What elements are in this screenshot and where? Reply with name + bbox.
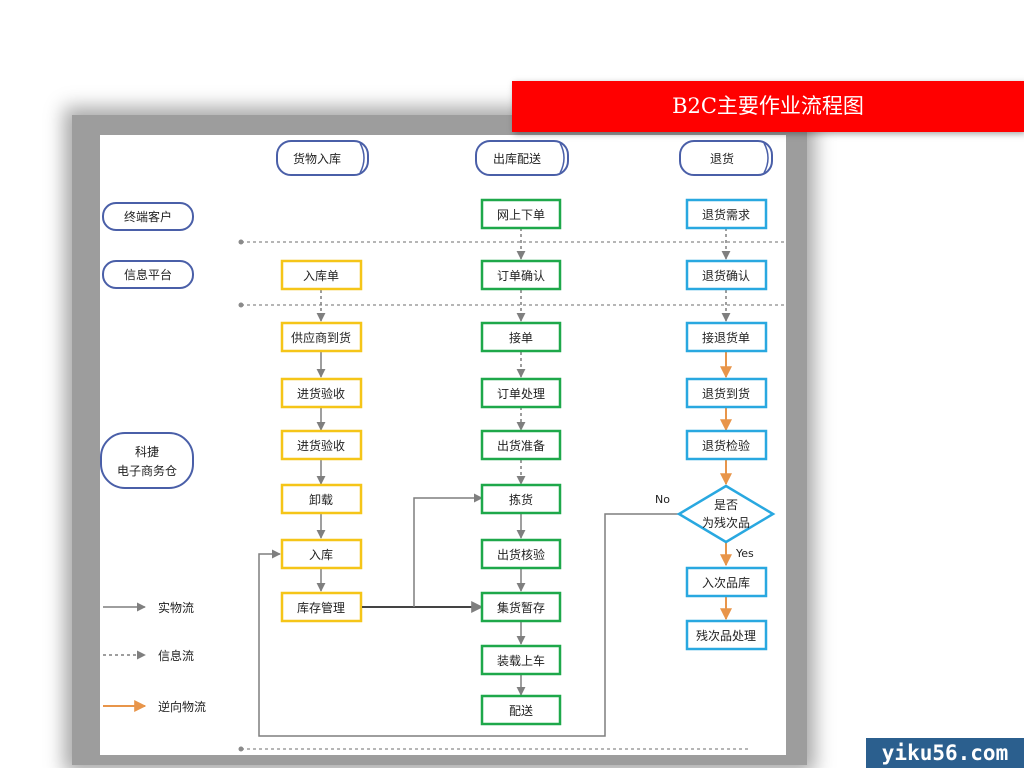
decision-yes-label: Yes [735,547,754,560]
step-order-confirm [480,259,562,291]
title-banner: B2C主要作业流程图 [512,81,1024,132]
step-supplier-arrival-label: 供应商到货 [291,330,351,345]
step-return-arrival-label: 退货到货 [702,386,750,401]
step-accept-order [480,321,562,353]
lane-header-outbound-label: 出库配送 [493,151,541,166]
step-defective-handling-label: 残次品处理 [696,629,756,643]
step-putaway-label: 入库 [309,547,333,562]
step-staging-label: 集货暂存 [497,600,545,615]
diagram-panel [100,135,786,755]
step-return-request-label: 退货需求 [702,207,750,222]
step-shipment-prep [480,429,562,461]
lane-header-inbound-label: 货物入库 [293,151,341,166]
connector-return-no-to-putaway [258,513,679,737]
cross-connectors [258,493,679,737]
step-receive-return-order [685,321,768,353]
step-unloading-label: 卸载 [309,492,333,507]
decision-defective-line2: 为残次品 [702,516,750,530]
step-order-processing-label: 订单处理 [497,387,545,401]
inbound-flow: 入库单 供应商到货 进货验收 进货验收 卸载 入库 库存管理 [280,259,363,623]
page-title: B2C主要作业流程图 [672,94,864,118]
step-inspection-2-label: 进货验收 [297,438,345,453]
decision-no-label: No [655,493,670,506]
separator-lines [238,239,786,752]
role-customer-label: 终端客户 [124,209,172,224]
step-return-inspection-label: 退货检验 [702,438,750,453]
role-warehouse-label-line2: 电子商务仓 [117,463,177,478]
step-online-order-label: 网上下单 [497,208,545,222]
lane-header-returns: 退货 [679,140,773,176]
step-inspection-1 [280,377,363,409]
legend-reverse-label: 逆向物流 [158,699,206,714]
step-defective-handling [685,619,768,651]
step-online-order [480,198,562,230]
returns-flow: 退货需求 退货确认 接退货单 退货到货 退货检验 是否 为残次品 No Yes … [655,198,776,651]
step-return-request [685,198,768,230]
decision-defective-line1: 是否 [714,498,738,512]
step-inventory-management [280,591,363,623]
step-picking-label: 拣货 [509,492,533,507]
step-inventory-management-label: 库存管理 [297,600,345,615]
legend: 实物流 信息流 逆向物流 [103,600,206,714]
lane-header-outbound: 出库配送 [475,140,569,176]
step-delivery-label: 配送 [509,703,533,718]
legend-physical-label: 实物流 [158,600,194,615]
step-return-confirm-label: 退货确认 [702,268,750,283]
step-delivery [480,694,562,726]
watermark-logo: yiku56.com [866,738,1024,768]
step-accept-order-label: 接单 [509,330,533,345]
step-receive-return-order-label: 接退货单 [702,330,750,345]
step-defective-storage [685,566,768,598]
step-staging [480,591,562,623]
step-inspection-2 [280,429,363,461]
step-inbound-order [280,259,363,291]
step-putaway [280,538,363,570]
role-customer: 终端客户 [102,202,194,231]
step-picking [480,483,562,515]
lane-header-inbound: 货物入库 [276,140,369,176]
step-unloading [280,483,363,515]
role-platform: 信息平台 [102,260,194,289]
step-return-inspection [685,429,768,461]
step-order-processing [480,377,562,409]
step-order-confirm-label: 订单确认 [497,269,545,283]
step-loading [480,644,562,676]
step-inbound-order-label: 入库单 [303,268,339,283]
step-shipment-check [480,538,562,570]
decision-defective [676,484,776,544]
legend-info-label: 信息流 [158,648,194,663]
role-warehouse-label-line1: 科捷 [135,445,159,459]
step-loading-label: 装载上车 [497,653,545,668]
step-return-arrival [685,377,768,409]
step-defective-storage-label: 入次品库 [702,575,750,590]
lane-header-returns-label: 退货 [710,151,734,166]
connector-inventory-to-picking [413,493,483,607]
step-inspection-1-label: 进货验收 [297,386,345,401]
role-warehouse: 科捷 电子商务仓 [100,432,194,489]
step-shipment-check-label: 出货核验 [497,547,545,562]
role-platform-label: 信息平台 [124,267,172,282]
step-return-confirm [685,259,768,291]
outbound-flow: 网上下单 订单确认 接单 订单处理 出货准备 拣货 出货核验 集货暂存 装载上车… [480,198,562,726]
step-supplier-arrival [280,321,363,353]
step-shipment-prep-label: 出货准备 [497,438,545,453]
